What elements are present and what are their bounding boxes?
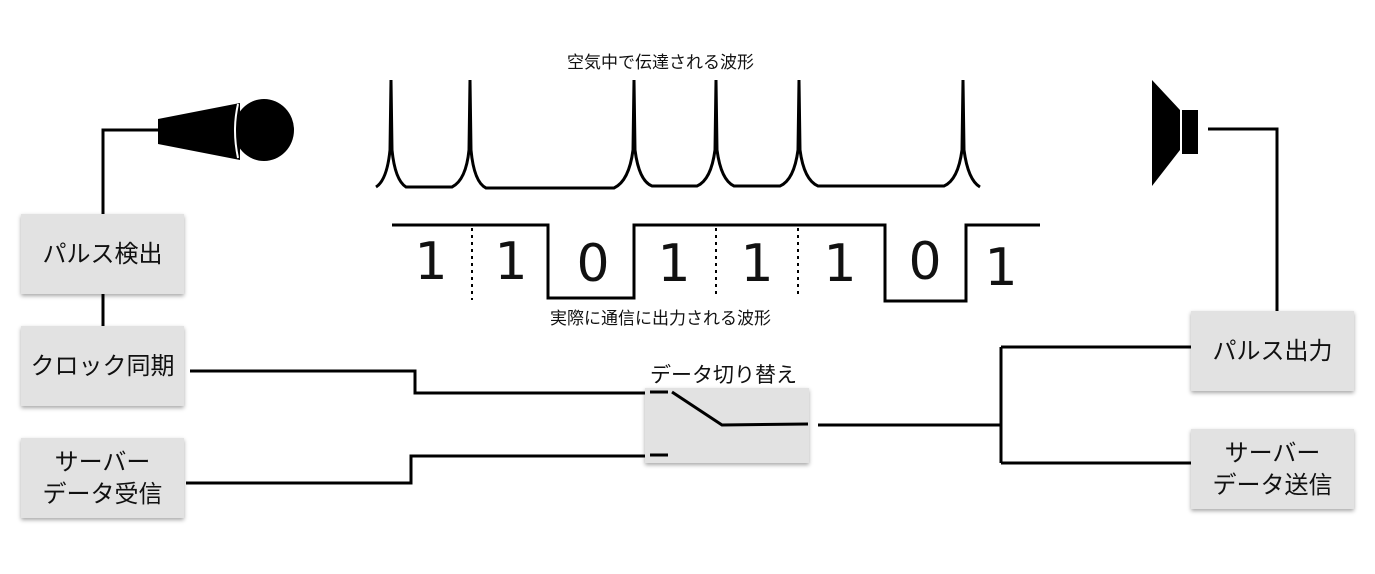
bit-digit: 1 xyxy=(414,232,448,292)
bit-digit: 1 xyxy=(494,232,528,292)
pulse-detect-box: パルス検出 xyxy=(21,214,184,294)
pulse-output-label: パルス出力 xyxy=(1212,337,1333,365)
switch-label: データ切り替え xyxy=(650,363,797,387)
mic-to-detect-line xyxy=(101,128,158,214)
actual-waveform-label: 実際に通信に出力される波形 xyxy=(550,309,771,329)
server-receive-box: サーバー データ受信 xyxy=(21,438,184,518)
server-receive-line2: データ受信 xyxy=(42,480,163,508)
bit-digit: 1 xyxy=(740,234,774,294)
server-send-box: サーバー データ送信 xyxy=(1191,429,1354,509)
actual-waveform xyxy=(392,223,1040,303)
server-receive-line1: サーバー xyxy=(54,448,151,476)
air-waveform-label: 空気中で伝達される波形 xyxy=(567,53,754,73)
clock-sync-label: クロック同期 xyxy=(30,352,175,380)
speaker-icon xyxy=(1152,80,1198,186)
clock-sync-box: クロック同期 xyxy=(21,326,184,406)
pulse-output-box: パルス出力 xyxy=(1191,311,1354,391)
pulse-detect-label: パルス検出 xyxy=(42,240,163,268)
clock-to-switch-line xyxy=(190,369,667,395)
bit-separators xyxy=(471,228,799,300)
bit-digit: 1 xyxy=(657,234,691,294)
bit-digit: 0 xyxy=(908,232,942,292)
output-to-speaker-line xyxy=(1208,127,1279,311)
bit-digit: 1 xyxy=(823,234,857,294)
switch-to-output-line xyxy=(818,345,1191,465)
bit-digit: 1 xyxy=(984,238,1018,298)
server-send-line2: データ送信 xyxy=(1212,471,1333,499)
receive-to-switch-line xyxy=(186,454,645,485)
air-waveform xyxy=(375,79,981,190)
server-send-line1: サーバー xyxy=(1224,439,1321,467)
microphone-icon xyxy=(158,99,294,161)
switch-box xyxy=(645,388,809,463)
bit-digit: 0 xyxy=(576,234,610,294)
